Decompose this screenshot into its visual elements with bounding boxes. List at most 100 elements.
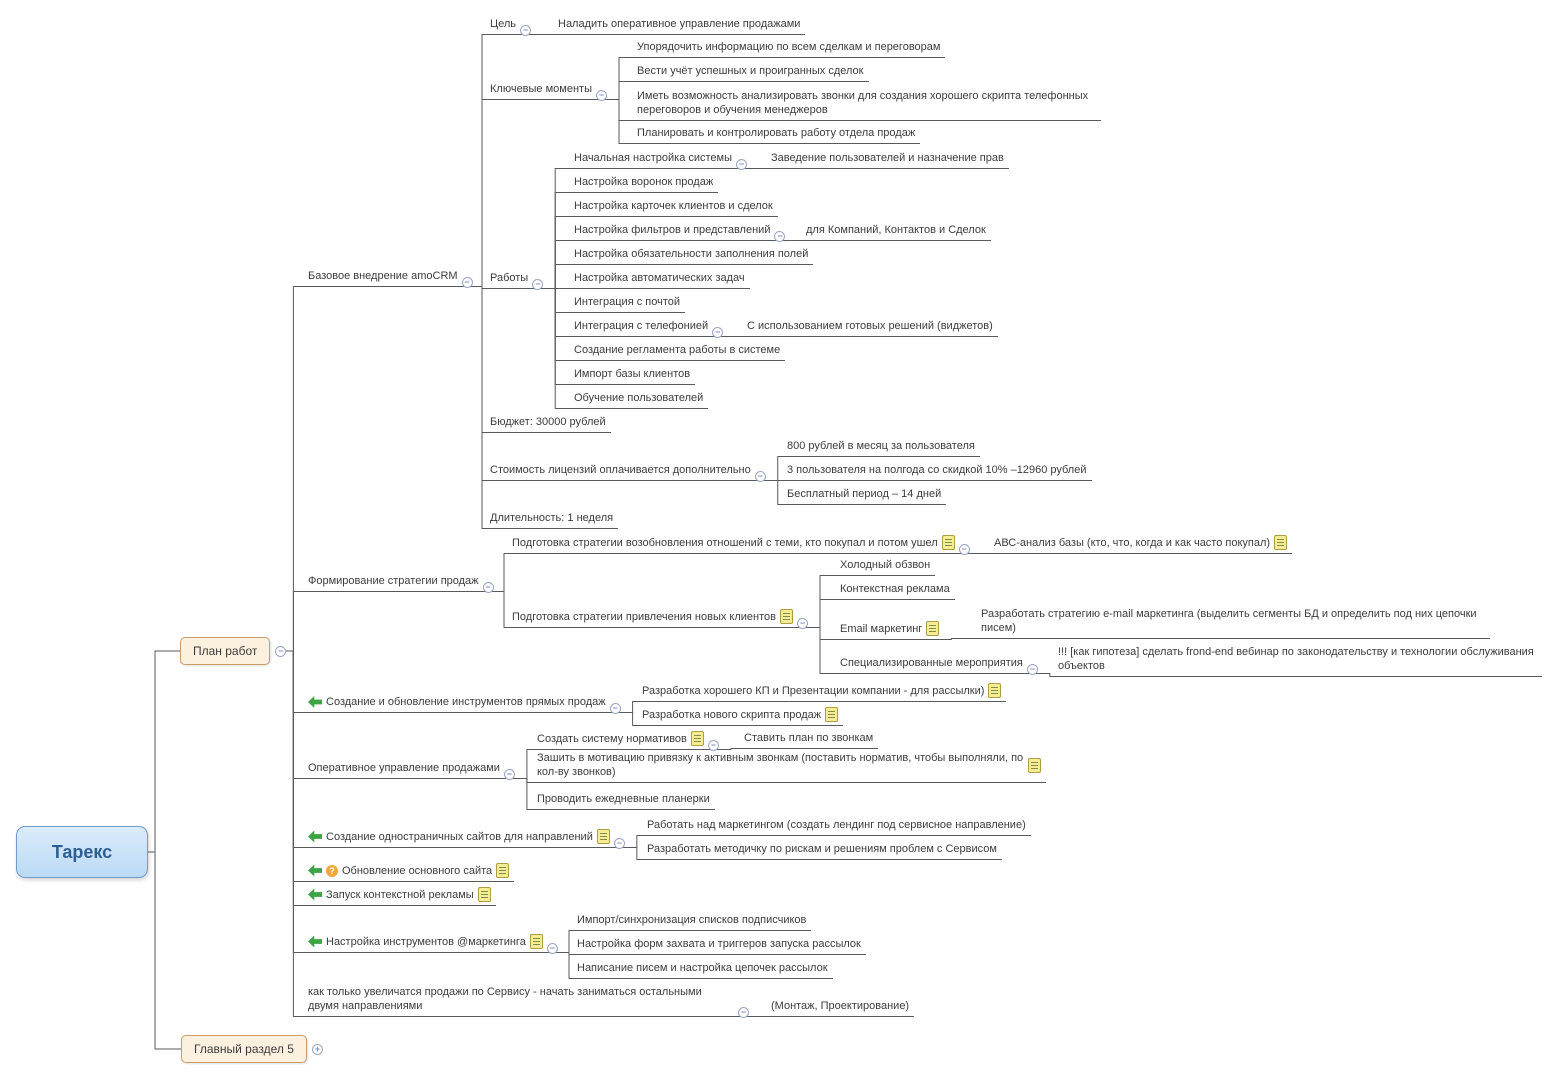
collapse-icon[interactable]: − <box>461 277 473 288</box>
expand-icon[interactable]: + <box>311 1043 323 1055</box>
topic-work-item[interactable]: Настройка автоматических задач <box>568 271 750 289</box>
topic-sales-script[interactable]: Разработка нового скрипта продаж <box>636 707 844 726</box>
topic-site-update[interactable]: ? Обновление основного сайта <box>302 863 515 882</box>
topic-key-item[interactable]: Упорядочить информацию по всем сделкам и… <box>631 40 946 58</box>
topic-budget[interactable]: Бюджет: 30000 рублей <box>484 415 611 433</box>
topic-work-detail[interactable]: для Компаний, Контактов и Сделок <box>800 223 991 241</box>
topic-label: Холодный обзвон <box>840 559 931 571</box>
topic-license-cost[interactable]: Стоимость лицензий оплачивается дополнит… <box>484 463 771 482</box>
topic-daily-meetings[interactable]: Проводить ежедневные планерки <box>531 792 715 810</box>
topic-license-item[interactable]: 800 рублей в месяц за пользователя <box>781 439 980 457</box>
topic-direct-sales-tools[interactable]: Создание и обновление инструментов прямы… <box>302 695 626 714</box>
topic-work-item[interactable]: Интеграция с почтой <box>568 295 686 313</box>
branch-section5-box[interactable]: Главный раздел 5 <box>181 1035 307 1063</box>
topic-subscribers-import[interactable]: Импорт/синхронизация списков подписчиков <box>571 913 812 931</box>
collapse-icon[interactable]: − <box>596 90 607 101</box>
collapse-icon[interactable]: − <box>797 618 808 629</box>
collapse-icon[interactable]: − <box>546 943 558 954</box>
note-icon[interactable] <box>926 621 940 636</box>
topic-special-events[interactable]: Специализированные мероприятия − <box>834 656 1043 675</box>
note-icon[interactable] <box>825 707 839 722</box>
topic-later-directions-detail[interactable]: (Монтаж, Проектирование) <box>765 999 915 1017</box>
topic-email-strategy-detail[interactable]: Разработать стратегию e-mail маркетинга … <box>975 607 1490 639</box>
collapse-icon[interactable]: − <box>613 838 625 849</box>
topic-work-item[interactable]: Настройка обязательности заполнения поле… <box>568 247 814 265</box>
topic-cold-calls[interactable]: Холодный обзвон <box>834 558 936 576</box>
topic-kp-presentation[interactable]: Разработка хорошего КП и Презентации ком… <box>636 683 1007 702</box>
topic-later-directions[interactable]: как только увеличатся продажи по Сервису… <box>302 985 754 1018</box>
topic-duration[interactable]: Длительность: 1 неделя <box>484 511 619 529</box>
topic-operational-management[interactable]: Оперативное управление продажами − <box>302 761 520 780</box>
collapse-icon[interactable]: − <box>707 740 719 751</box>
collapse-icon[interactable]: − <box>958 544 970 555</box>
topic-motivation[interactable]: Зашить в мотивацию привязку к активным з… <box>531 751 1046 783</box>
branch-plan[interactable]: План работ − <box>180 637 287 665</box>
mindmap-root[interactable]: Тарекс <box>16 826 148 878</box>
collapse-icon[interactable]: − <box>482 582 494 593</box>
topic-sales-strategy[interactable]: Формирование стратегии продаж − <box>302 574 499 593</box>
note-icon[interactable] <box>1028 757 1041 773</box>
topic-context-ads-launch[interactable]: Запуск контекстной рекламы <box>302 887 496 906</box>
topic-webinar-hypothesis[interactable]: !!! [как гипотеза] сделать frond-end веб… <box>1052 645 1542 677</box>
collapse-icon[interactable]: − <box>609 703 621 714</box>
topic-work-item[interactable]: Настройка воронок продаж <box>568 175 719 193</box>
topic-goal[interactable]: Цель − <box>484 17 537 36</box>
topic-work-item[interactable]: Интеграция с телефонией − <box>568 319 729 338</box>
topic-work-detail[interactable]: С использованием готовых решений (виджет… <box>741 319 998 337</box>
topic-returning-clients[interactable]: Подготовка стратегии возобновления отнош… <box>506 535 975 555</box>
topic-work-item[interactable]: Создание регламента работы в системе <box>568 343 786 361</box>
topic-abc-analysis[interactable]: АВС-анализ базы (кто, что, когда и как ч… <box>988 535 1293 554</box>
note-icon[interactable] <box>496 863 510 878</box>
note-icon[interactable] <box>988 683 1002 698</box>
topic-work-item[interactable]: Импорт базы клиентов <box>568 367 696 385</box>
topic-context-advertising[interactable]: Контекстная реклама <box>834 582 955 600</box>
collapse-icon[interactable]: − <box>532 279 544 290</box>
collapse-icon[interactable]: − <box>1026 664 1038 675</box>
collapse-icon[interactable]: − <box>275 645 287 657</box>
note-icon[interactable] <box>1274 535 1288 550</box>
topic-work-item[interactable]: Настройка фильтров и представлений − <box>568 223 791 242</box>
topic-work-detail[interactable]: Заведение пользователей и назначение пра… <box>765 151 1009 169</box>
topic-label: Интеграция с телефонией <box>574 320 709 332</box>
topic-license-item[interactable]: Бесплатный период – 14 дней <box>781 487 947 505</box>
topic-work-item[interactable]: Настройка карточек клиентов и сделок <box>568 199 778 217</box>
collapse-icon[interactable]: − <box>520 25 532 36</box>
topic-work-item[interactable]: Обучение пользователей <box>568 391 709 409</box>
topic-key-moments[interactable]: Ключевые моменты − <box>484 82 612 101</box>
green-arrow-icon <box>308 935 322 948</box>
topic-works[interactable]: Работы − <box>484 271 549 290</box>
topic-capture-forms[interactable]: Настройка форм захвата и триггеров запус… <box>571 937 866 955</box>
collapse-icon[interactable]: − <box>754 471 766 482</box>
topic-norms-system[interactable]: Создать систему нормативов − <box>531 731 724 751</box>
collapse-icon[interactable]: − <box>736 159 748 170</box>
note-icon[interactable] <box>477 887 491 902</box>
note-icon[interactable] <box>596 829 610 844</box>
topic-email-marketing[interactable]: Email маркетинг <box>834 621 945 640</box>
topic-letter-chains[interactable]: Написание писем и настройка цепочек расс… <box>571 961 833 979</box>
note-icon[interactable] <box>529 934 543 949</box>
topic-key-item[interactable]: Иметь возможность анализировать звонки д… <box>631 89 1101 121</box>
collapse-icon[interactable]: − <box>712 327 724 338</box>
topic-service-landing[interactable]: Работать над маркетингом (создать лендин… <box>641 818 1031 836</box>
topic-key-item[interactable]: Планировать и контролировать работу отде… <box>631 126 921 144</box>
branch-section5[interactable]: Главный раздел 5 + <box>181 1035 323 1063</box>
topic-license-item[interactable]: 3 пользователя на полгода со скидкой 10%… <box>781 463 1092 481</box>
topic-goal-value[interactable]: Наладить оперативное управление продажам… <box>552 17 806 35</box>
topic-calls-plan[interactable]: Ставить план по звонкам <box>738 731 879 749</box>
topic-new-clients[interactable]: Подготовка стратегии привлечения новых к… <box>506 609 813 629</box>
note-icon[interactable] <box>780 609 793 624</box>
topic-email-tools-setup[interactable]: Настройка инструментов @маркетинга − <box>302 934 563 954</box>
branch-plan-box[interactable]: План работ <box>180 637 271 665</box>
note-icon[interactable] <box>941 535 955 550</box>
topic-base-implementation[interactable]: Базовое внедрение amoCRM − <box>302 269 478 288</box>
topic-label: Создание и обновление инструментов прямы… <box>326 696 606 708</box>
root-box[interactable]: Тарекс <box>16 826 148 878</box>
topic-key-item[interactable]: Вести учёт успешных и проигранных сделок <box>631 64 869 82</box>
topic-work-item[interactable]: Начальная настройка системы − <box>568 151 753 170</box>
collapse-icon[interactable]: − <box>774 231 786 242</box>
topic-service-manual[interactable]: Разработать методичку по рискам и решени… <box>641 842 1002 860</box>
topic-landing-pages[interactable]: Создание одностраничных сайтов для напра… <box>302 829 630 849</box>
collapse-icon[interactable]: − <box>738 1007 749 1018</box>
collapse-icon[interactable]: − <box>503 769 515 780</box>
note-icon[interactable] <box>690 731 704 746</box>
